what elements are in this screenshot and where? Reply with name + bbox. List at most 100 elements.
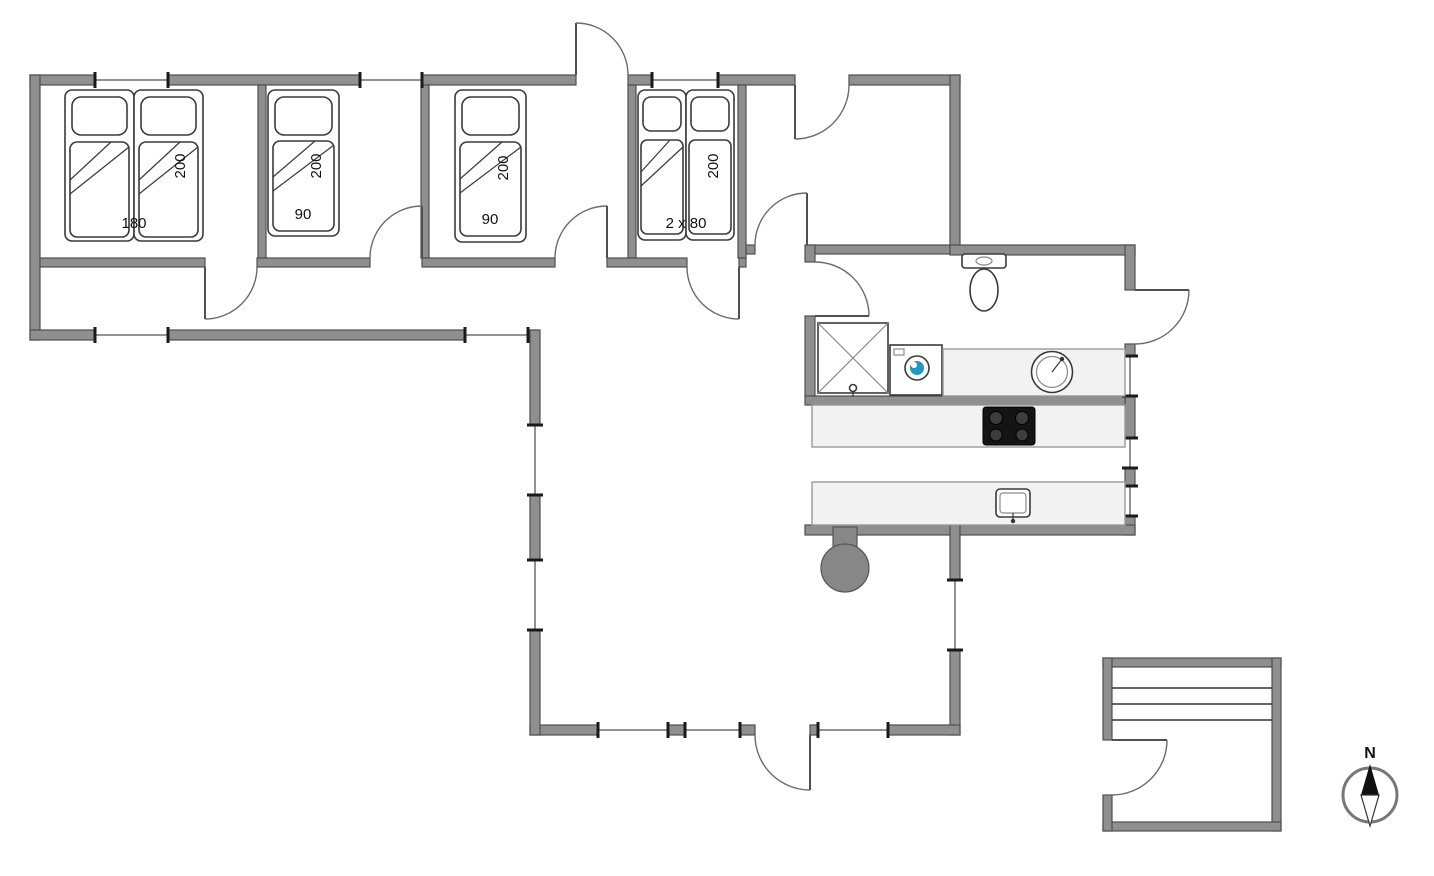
shower-cross: [817, 322, 889, 394]
toilet-tank: [961, 253, 1007, 269]
door-terrace-south: [754, 734, 811, 791]
kitchen: [811, 404, 1126, 526]
bedroom-2: 90 200: [267, 89, 340, 237]
vanity-counter: [942, 348, 1126, 397]
wall-segment: [627, 84, 637, 259]
wall-segment: [745, 244, 756, 255]
cooktop: [982, 406, 1036, 446]
single-bed: [267, 89, 340, 237]
door-hall-north: [794, 84, 850, 140]
single-bed: [454, 89, 527, 243]
door-bathroom: [814, 261, 870, 317]
pillow: [642, 96, 682, 132]
door-bedroom-3: [554, 205, 608, 259]
compass-north-label: N: [1364, 745, 1376, 762]
door-bedroom-1: [204, 266, 258, 320]
window: [527, 558, 543, 632]
wall-segment: [804, 244, 816, 263]
compass-north-needle: [1361, 764, 1379, 795]
door-bedroom-2: [369, 205, 423, 259]
duvet-fold: [272, 140, 316, 178]
burner: [989, 428, 1003, 442]
door-kitchen-east: [1134, 289, 1190, 345]
wall-segment: [1102, 657, 1113, 741]
wall-segment: [806, 244, 951, 255]
cooktop-surface: [982, 406, 1036, 446]
wall-segment: [1271, 657, 1282, 832]
kitchen-counter-north: [811, 404, 1126, 448]
bed-width-label: 180: [121, 215, 146, 232]
double-bed: [64, 89, 204, 242]
window: [93, 72, 170, 88]
burner: [1015, 428, 1029, 442]
compass-rose: N: [1341, 745, 1399, 829]
bed-width-label: 2 x 80: [666, 215, 707, 232]
wall-segment: [606, 257, 688, 268]
wall-segment: [421, 257, 556, 268]
toilet-bowl: [969, 268, 999, 312]
window: [358, 72, 424, 88]
shower-drain: [848, 383, 858, 393]
pillow: [690, 96, 730, 132]
window: [463, 327, 530, 343]
duvet-fold: [138, 146, 199, 195]
duvet: [640, 139, 684, 235]
wall-segment: [1102, 821, 1282, 832]
window: [1122, 436, 1138, 470]
bedroom-1: 180 200: [64, 89, 204, 242]
annex-shelves: [1112, 687, 1272, 721]
door-bedroom-4: [686, 266, 740, 320]
pillow: [461, 96, 520, 136]
door-annex: [1111, 739, 1168, 796]
doors: [204, 22, 1190, 791]
shower: [817, 322, 889, 397]
window: [947, 578, 963, 652]
window: [527, 423, 543, 497]
window: [93, 327, 170, 343]
pillow: [274, 96, 333, 136]
window: [1122, 484, 1138, 518]
window: [1122, 354, 1138, 398]
bed-length-label: 200: [172, 153, 189, 178]
washing-machine: [889, 344, 943, 396]
sink-faucet-head: [1010, 518, 1016, 524]
wood-stove: [820, 526, 870, 593]
washer-door-glare: [911, 362, 917, 368]
sink-faucet-head: [1059, 356, 1065, 362]
wall-segment: [256, 257, 371, 268]
duvet: [688, 139, 732, 235]
window: [816, 722, 890, 738]
wall-segment: [529, 329, 541, 736]
duvet-fold: [138, 141, 181, 181]
bed-length-label: 200: [495, 155, 512, 180]
bed-length-label: 200: [308, 153, 325, 178]
windows: [93, 72, 1138, 738]
wall-segment: [1124, 244, 1136, 291]
stove-body: [820, 543, 870, 593]
duvet: [69, 141, 130, 238]
wall-segment: [1102, 657, 1282, 668]
toilet: [961, 253, 1007, 312]
wall-segment: [39, 257, 206, 268]
bathroom: [817, 253, 1126, 397]
toilet-button: [975, 256, 993, 266]
kitchen-counter-south: [811, 481, 1126, 526]
bed-width-label: 90: [482, 211, 499, 228]
burner: [1015, 411, 1029, 425]
wall-segment: [804, 315, 816, 397]
duvet-fold: [459, 141, 503, 180]
door-entrance-north: [575, 22, 629, 76]
duvet-fold: [640, 139, 671, 173]
kitchen-sink: [995, 488, 1031, 524]
wall-segment: [804, 395, 1126, 406]
bathroom-vanity: [942, 348, 1126, 397]
sink-faucet: [1051, 358, 1063, 373]
compass-south-needle: [1360, 794, 1380, 829]
double-bed: [637, 89, 735, 241]
round-sink-basin: [1035, 355, 1069, 389]
wall-segment: [738, 257, 747, 268]
bed-length-label: 200: [705, 153, 722, 178]
window: [650, 72, 720, 88]
door-hall-corridor: [754, 192, 808, 246]
pillow: [71, 96, 128, 136]
